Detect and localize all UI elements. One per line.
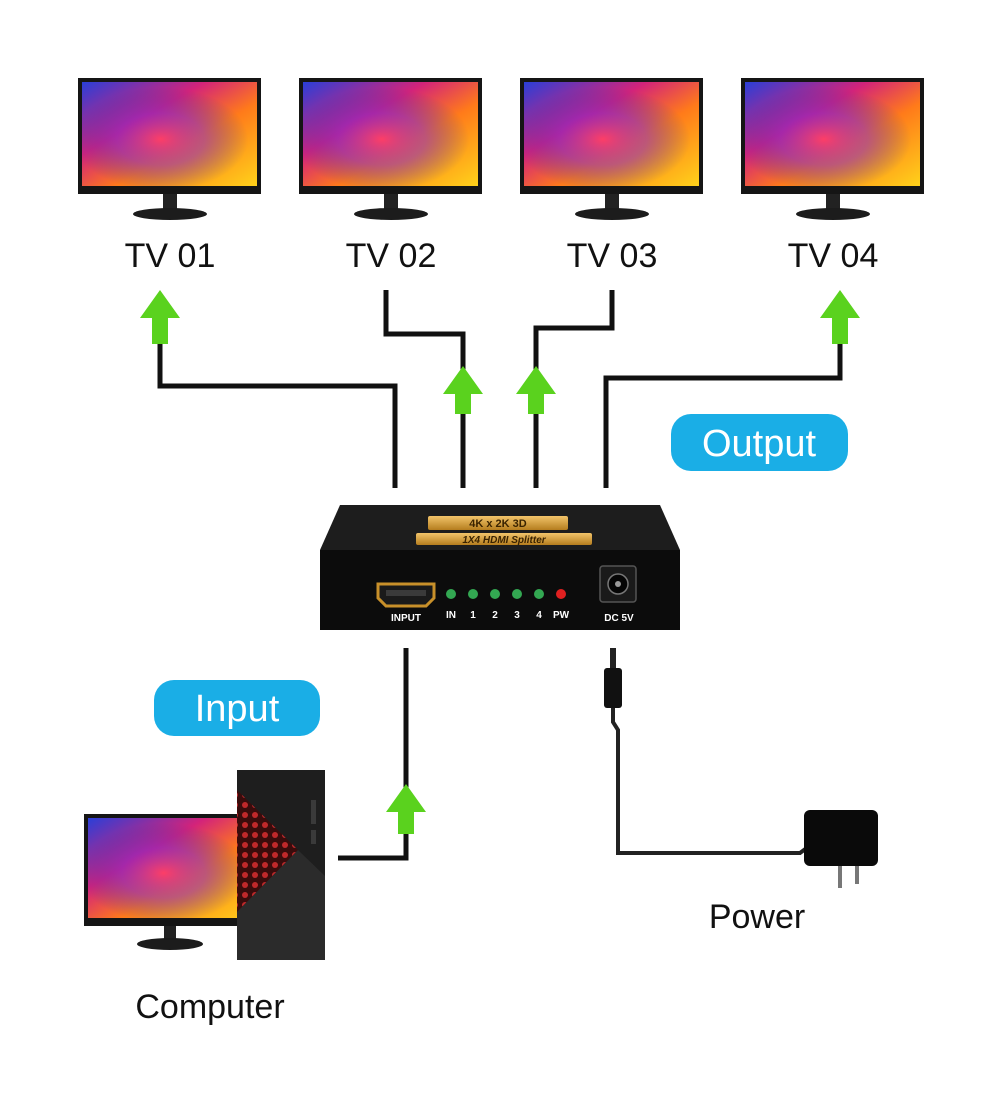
- tv-screen-art: [745, 82, 920, 186]
- splitter-model-label-bg: [416, 533, 592, 545]
- tv-stand: [575, 208, 649, 220]
- tv-neck: [163, 194, 177, 210]
- tv-screen-art: [303, 82, 478, 186]
- tv-label-02: TV 02: [346, 237, 437, 275]
- tv-label-01: TV 01: [125, 237, 216, 275]
- led-3: [512, 589, 522, 599]
- cable-tv-04: [603, 340, 843, 488]
- arrow-up-icon: [443, 366, 483, 414]
- input-badge-text: Input: [195, 688, 280, 730]
- plug-prong: [838, 866, 842, 888]
- plug-prong: [855, 866, 859, 884]
- tv-screen-art: [524, 82, 699, 186]
- arrow-up-icon: [820, 290, 860, 344]
- arrow-up-icon: [386, 784, 426, 834]
- cable-input: [338, 648, 409, 861]
- pc-usb-port: [311, 830, 316, 844]
- tv-neck: [384, 194, 398, 210]
- tv-neck: [605, 194, 619, 210]
- dc-port-label: DC 5V: [604, 613, 634, 624]
- led-2: [490, 589, 500, 599]
- splitter-model-label: 1X4 HDMI Splitter: [462, 535, 546, 546]
- output-badge: Output: [671, 414, 848, 471]
- input-badge-bg: [154, 680, 320, 736]
- monitor-neck: [164, 926, 176, 940]
- tv-stand: [796, 208, 870, 220]
- tv-label-04: TV 04: [788, 237, 879, 275]
- tv-02: [299, 78, 482, 220]
- dc-plug-body: [604, 668, 622, 708]
- monitor-stand: [137, 938, 203, 950]
- led-label-in: IN: [446, 610, 456, 621]
- arrow-up-icon: [516, 366, 556, 414]
- tv-neck: [826, 194, 840, 210]
- input-port-label: INPUT: [391, 613, 421, 624]
- led-label-2: 2: [492, 610, 498, 621]
- tv-04: [741, 78, 924, 220]
- tv-label-03: TV 03: [567, 237, 658, 275]
- tv-screen-art: [82, 82, 257, 186]
- splitter-top-label-bg: [428, 516, 568, 530]
- hdmi-splitter: 4K x 2K 3D 1X4 HDMI Splitter INPUT IN 1 …: [320, 505, 680, 630]
- hdmi-port-slot: [386, 590, 426, 596]
- led-4: [534, 589, 544, 599]
- led-label-3: 3: [514, 610, 520, 621]
- output-badge-bg: [671, 414, 848, 471]
- power-label: Power: [709, 898, 805, 936]
- input-badge: Input: [154, 680, 320, 736]
- power-adapter-body: [804, 810, 878, 866]
- led-label-4: 4: [536, 610, 542, 621]
- output-badge-text: Output: [702, 423, 817, 465]
- led-in: [446, 589, 456, 599]
- computer-label: Computer: [135, 988, 284, 1026]
- tv-03: [520, 78, 703, 220]
- pc-tower-dark-panel: [237, 850, 325, 960]
- output-arrows: [140, 290, 860, 414]
- computer: [84, 770, 325, 960]
- pc-usb-port: [311, 800, 316, 824]
- tv-01: [78, 78, 261, 220]
- tv-stand: [133, 208, 207, 220]
- tv-stand: [354, 208, 428, 220]
- arrow-up-icon: [140, 290, 180, 344]
- monitor-screen-art: [88, 818, 256, 918]
- led-label-1: 1: [470, 610, 476, 621]
- led-label-pw: PW: [553, 610, 570, 621]
- pc-tower-red-pattern: [237, 790, 298, 912]
- cable-tv-01: [157, 340, 398, 488]
- led-pw: [556, 589, 566, 599]
- dc-port-pin: [615, 581, 621, 587]
- dc-plug-tip: [610, 648, 616, 668]
- led-1: [468, 589, 478, 599]
- power-cable: [611, 708, 822, 855]
- splitter-top-label: 4K x 2K 3D: [469, 518, 527, 530]
- power-adapter: [604, 648, 878, 888]
